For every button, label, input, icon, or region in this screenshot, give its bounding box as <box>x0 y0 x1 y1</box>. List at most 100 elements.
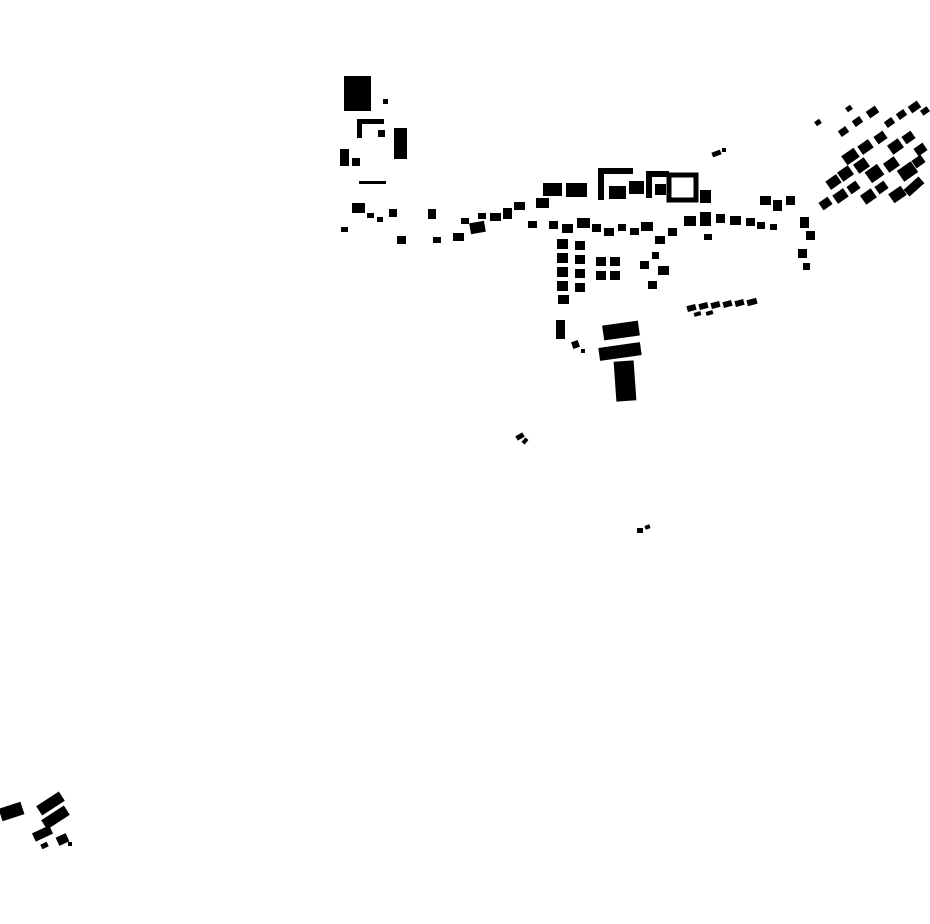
cluster-isolated-south-dots <box>637 524 651 533</box>
building-footprint <box>598 168 633 174</box>
building-footprint <box>478 213 486 219</box>
building-footprint <box>581 349 585 353</box>
building-footprint <box>883 156 900 173</box>
cluster-northwest-hamlet <box>340 76 407 244</box>
building-footprint <box>557 281 568 291</box>
building-footprint <box>575 269 585 278</box>
building-footprint <box>577 218 590 228</box>
cluster-isolated-southwest-mark <box>515 432 529 445</box>
building-footprint <box>602 320 640 341</box>
building-footprint <box>40 841 49 850</box>
building-footprint <box>613 360 637 402</box>
building-footprint <box>557 267 568 277</box>
building-footprint <box>352 203 365 213</box>
building-footprint <box>557 239 568 249</box>
building-footprint <box>359 181 386 184</box>
building-footprint <box>0 801 25 822</box>
building-footprint <box>800 217 809 228</box>
building-footprint <box>428 209 436 219</box>
building-footprint <box>341 227 348 232</box>
cluster-main-street-west <box>428 198 558 243</box>
building-footprint <box>36 791 65 816</box>
building-footprint <box>860 188 877 205</box>
cluster-southwest-corner-cluster <box>0 791 72 850</box>
building-footprint <box>700 212 711 226</box>
building-footprint <box>896 161 919 182</box>
building-footprint <box>700 190 711 203</box>
building-footprint <box>566 183 587 197</box>
building-footprint <box>668 228 677 236</box>
building-footprint <box>575 241 585 250</box>
building-footprint <box>536 198 549 208</box>
building-footprint <box>693 311 702 317</box>
building-footprint <box>41 805 70 830</box>
building-footprint <box>873 130 888 145</box>
building-footprint <box>853 157 870 174</box>
building-footprint <box>901 130 916 145</box>
building-footprint <box>757 222 765 229</box>
cluster-main-street-central <box>543 168 711 244</box>
building-footprint <box>655 184 666 195</box>
building-footprint <box>521 437 529 445</box>
building-footprint <box>773 200 782 211</box>
building-footprint <box>610 257 620 266</box>
building-footprint <box>786 196 795 205</box>
building-footprint <box>344 76 371 111</box>
building-footprint <box>730 216 741 225</box>
building-footprint <box>598 342 642 361</box>
building-footprint <box>655 236 665 244</box>
building-footprint <box>629 181 644 194</box>
building-footprint <box>609 186 626 199</box>
building-footprint <box>596 271 606 280</box>
building-footprint <box>340 149 349 166</box>
building-footprint <box>367 213 374 218</box>
building-footprint <box>637 528 643 533</box>
building-footprint <box>666 172 699 203</box>
building-footprint <box>911 154 926 169</box>
building-footprint <box>378 130 385 137</box>
cluster-tick-row <box>686 297 758 317</box>
building-footprint <box>857 139 874 155</box>
building-footprint <box>806 231 815 240</box>
building-footprint <box>575 283 585 292</box>
building-footprint <box>461 218 469 224</box>
building-footprint <box>913 142 928 157</box>
building-footprint <box>377 217 383 222</box>
building-footprint <box>558 295 569 304</box>
building-footprint <box>503 208 512 219</box>
building-footprint <box>394 128 407 159</box>
building-footprint <box>903 176 925 197</box>
building-footprint <box>640 261 649 269</box>
building-footprint <box>705 310 714 316</box>
building-footprint <box>887 138 904 155</box>
building-footprint <box>604 228 614 236</box>
building-footprint <box>803 263 810 270</box>
building-footprint <box>841 147 860 166</box>
building-footprint <box>907 100 922 114</box>
building-footprint <box>55 833 70 846</box>
building-footprint <box>630 228 639 235</box>
building-footprint <box>832 188 849 204</box>
building-footprint <box>837 165 854 182</box>
building-footprint <box>610 271 620 280</box>
building-footprint <box>514 202 525 210</box>
building-footprint <box>31 825 54 842</box>
building-footprint <box>357 124 362 138</box>
building-footprint <box>814 118 822 127</box>
building-footprint <box>528 221 537 228</box>
building-footprint <box>592 224 601 232</box>
building-footprint <box>710 300 721 310</box>
building-footprint <box>818 196 833 211</box>
building-footprint <box>549 221 558 229</box>
building-footprint <box>357 119 384 124</box>
building-footprint <box>704 234 712 240</box>
building-footprint <box>722 148 726 152</box>
building-footprint <box>851 116 864 127</box>
building-footprint <box>571 340 580 349</box>
building-footprint <box>846 180 861 195</box>
building-footprint <box>397 236 406 244</box>
building-footprint <box>598 174 604 200</box>
